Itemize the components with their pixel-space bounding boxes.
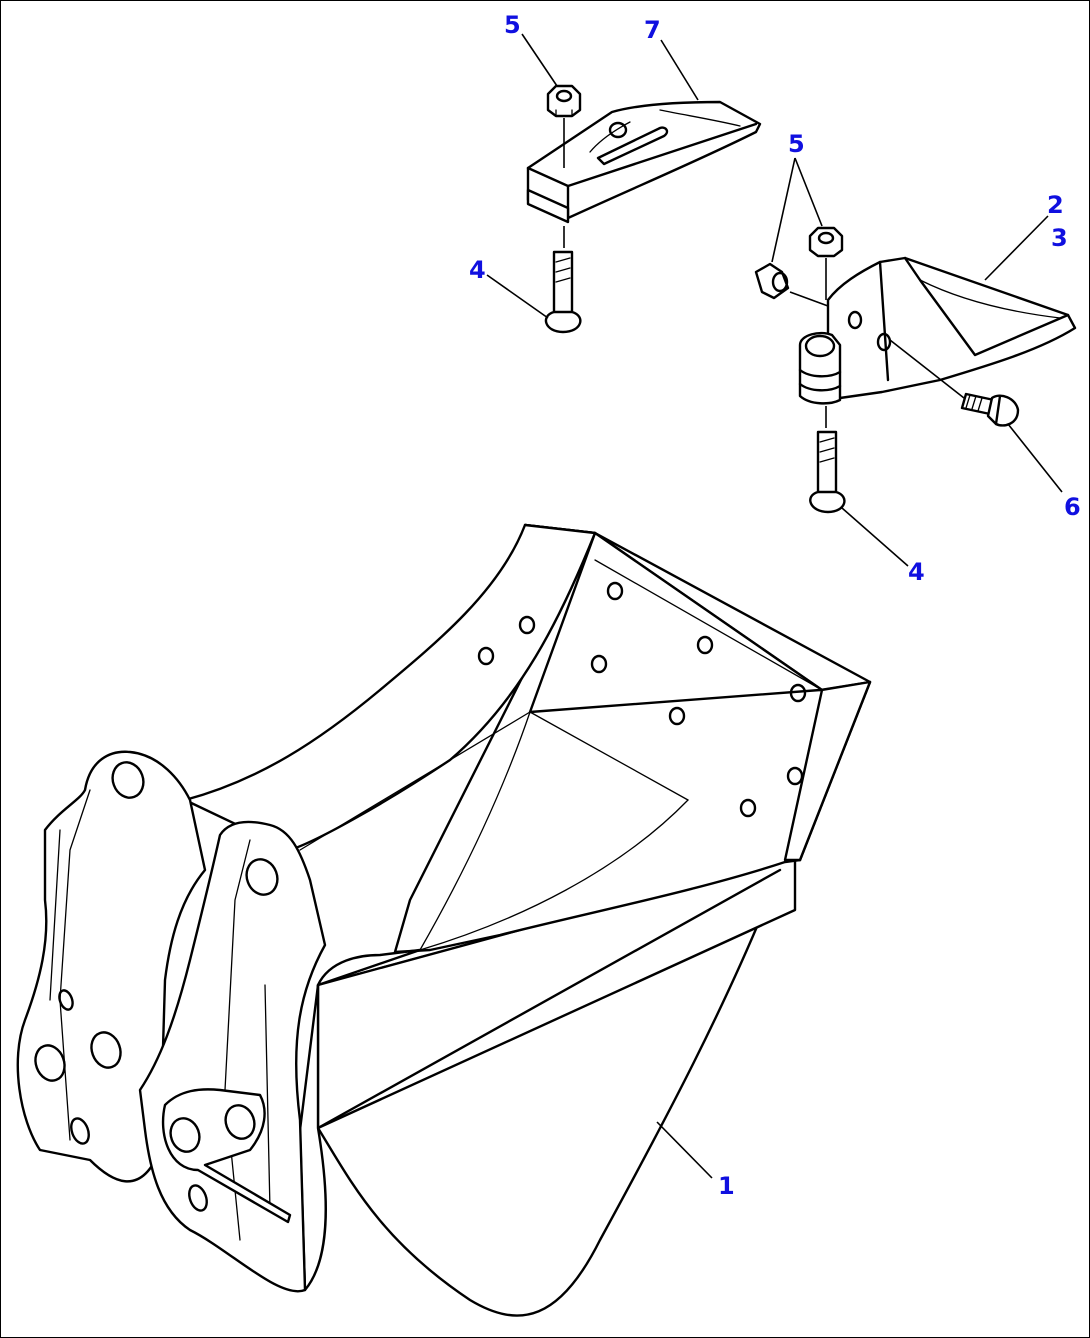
side-tooth — [826, 256, 1077, 400]
callout-bolt-left: 4 — [469, 256, 486, 284]
callout-bolt-side: 6 — [1064, 493, 1081, 521]
bolt-right — [809, 430, 846, 514]
callout-bucket: 1 — [718, 1172, 735, 1200]
bolt-side — [960, 392, 1020, 427]
callout-nut-left: 5 — [504, 11, 521, 39]
bolt-left — [544, 250, 582, 334]
nut-left — [546, 84, 582, 118]
callout-side-tooth: 2 — [1047, 191, 1064, 219]
bucket-right-wall — [393, 531, 872, 954]
callout-bolt-right: 4 — [908, 558, 925, 586]
bucket-left-wall — [183, 523, 597, 852]
nut-right — [808, 226, 844, 258]
bucket-bracket-right — [138, 820, 327, 1293]
side-cutter-assembly — [526, 84, 762, 334]
cutting-edge-holes — [477, 581, 807, 818]
callout-side-cutter: 7 — [644, 16, 661, 44]
leader-lines — [486, 33, 1063, 1179]
callout-side-tooth-alt: 3 — [1051, 224, 1068, 252]
nut-right-washer — [754, 262, 790, 300]
bucket — [16, 523, 872, 1317]
side-tooth-assembly — [754, 226, 1077, 514]
callout-nut-right: 5 — [788, 130, 805, 158]
callouts: 5 7 5 2 3 4 6 4 1 — [469, 11, 1081, 1200]
bracket-left-holes — [34, 761, 145, 1145]
